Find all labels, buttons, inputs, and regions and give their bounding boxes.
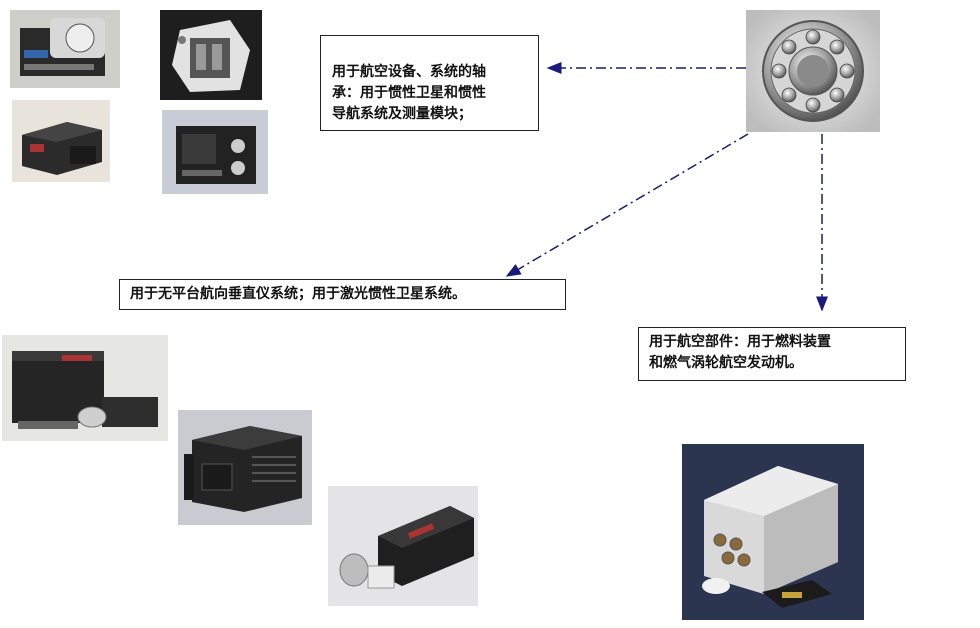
- small-avionics-box-photo: [12, 100, 110, 182]
- avionics-unit-with-sensor-photo: [2, 335, 168, 441]
- gimbal-assembly-photo: [160, 10, 262, 100]
- long-module-with-sensor-photo: [328, 486, 478, 606]
- arrow-to-heading-callout: [505, 133, 749, 277]
- rack-mounted-unit-photo: [178, 410, 312, 525]
- callout-aviation-bearings: 用于航空设备、系统的轴 承：用于惯性卫星和惯性 导航系统及测量模块；: [320, 35, 539, 131]
- callout-heading-vertical-text: 用于无平台航向垂直仪系统；用于激光惯性卫星系统。: [130, 286, 466, 302]
- control-unit-photo: [162, 110, 268, 194]
- ball-bearing-photo: [746, 10, 880, 132]
- callout-aero-parts-text: 用于航空部件：用于燃料装置 和燃气涡轮航空发动机。: [649, 334, 831, 371]
- callout-heading-vertical: 用于无平台航向垂直仪系统；用于激光惯性卫星系统。: [119, 279, 566, 310]
- engine-control-unit-photo: [682, 444, 864, 620]
- callout-aviation-bearings-text: 用于航空设备、系统的轴 承：用于惯性卫星和惯性 导航系统及测量模块；: [332, 64, 486, 122]
- gyro-instrument-photo: [10, 10, 120, 88]
- callout-aero-parts: 用于航空部件：用于燃料装置 和燃气涡轮航空发动机。: [638, 327, 906, 381]
